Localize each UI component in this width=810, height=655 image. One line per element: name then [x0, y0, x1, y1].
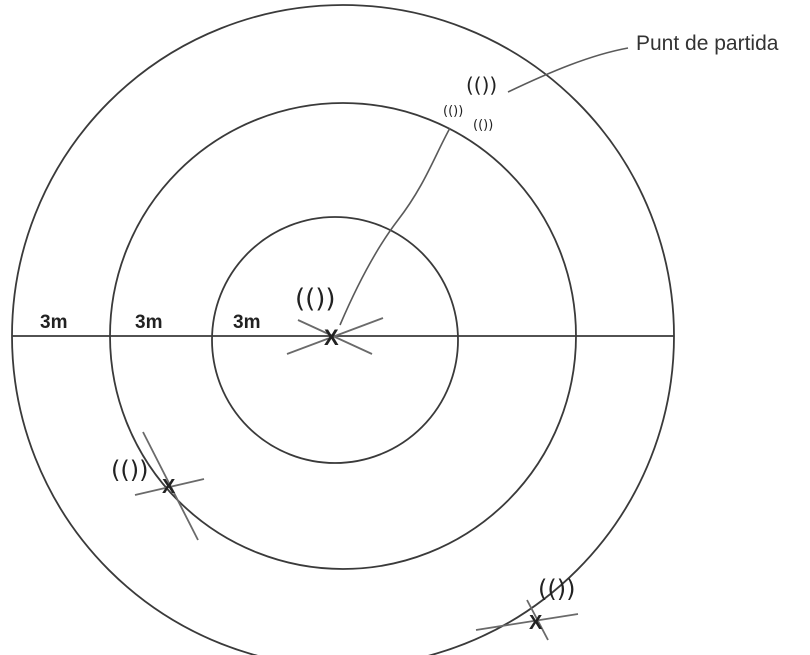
bottom-tick-cross — [475, 613, 579, 631]
left-tick-cross — [134, 478, 205, 496]
left-sound-symbol: (()) — [111, 456, 148, 484]
start-sound-symbol-top: (()) — [466, 73, 497, 97]
bottom-sound-symbol: (()) — [538, 575, 575, 603]
distance-label-inner: 3m — [233, 312, 260, 333]
distance-label-outer: 3m — [40, 312, 67, 333]
bottom-x-mark: X — [529, 612, 543, 634]
start-leader-line — [507, 47, 629, 93]
start-sound-symbol-small-left: (()) — [443, 104, 463, 119]
start-sound-symbol-small-right: (()) — [473, 118, 493, 133]
path-start-to-center — [339, 127, 451, 326]
left-x-mark: X — [162, 476, 176, 498]
center-tick-1 — [297, 319, 373, 355]
center-x-mark: X — [324, 325, 339, 350]
start-point-label: Punt de partida — [636, 32, 779, 55]
distance-label-middle: 3m — [135, 312, 162, 333]
inner-ring — [211, 216, 459, 464]
center-sound-symbol: (()) — [295, 284, 336, 314]
center-tick-2 — [286, 317, 384, 355]
